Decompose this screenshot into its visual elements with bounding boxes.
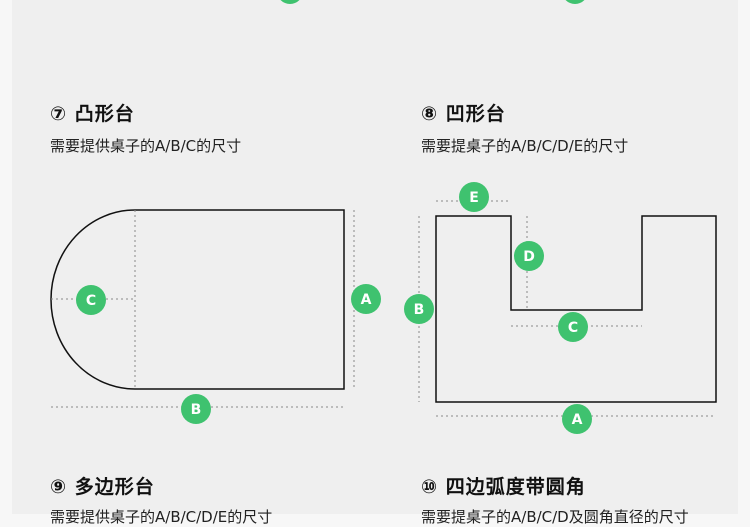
svg-text:A: A — [361, 292, 372, 308]
section-subtitle-convex: 需要提供桌子的A/B/C的尺寸 — [50, 137, 242, 155]
section-subtitle-rounded: 需要提桌子的A/B/C/D及圆角直径的尺寸 — [421, 508, 689, 526]
concave-table-diagram — [418, 200, 717, 417]
svg-text:B: B — [414, 302, 425, 318]
badge-partial — [280, 0, 300, 4]
svg-text:B: B — [191, 402, 202, 418]
section-subtitle-polygon: 需要提供桌子的A/B/C/D/E的尺寸 — [50, 508, 273, 526]
badge-a-right: A — [562, 404, 592, 434]
content-card — [12, 0, 738, 514]
badge-c-left: C — [76, 285, 106, 315]
section-subtitle-concave: 需要提桌子的A/B/C/D/E的尺寸 — [421, 137, 629, 155]
badge-b-left: B — [181, 394, 211, 424]
svg-text:E: E — [469, 190, 479, 206]
diagrams: C A B E D C B A — [50, 0, 717, 434]
section-title-rounded: ⑩ 四边弧度带圆角 — [421, 476, 586, 498]
section-title-concave: ⑧ 凹形台 — [421, 103, 506, 125]
badge-b-right: B — [404, 294, 434, 324]
section-title-convex: ⑦ 凸形台 — [50, 103, 135, 125]
table-outline — [435, 215, 717, 403]
top-badges — [280, 0, 585, 4]
table-rect — [135, 209, 345, 390]
svg-text:C: C — [568, 320, 578, 336]
svg-text:D: D — [523, 249, 535, 265]
badge-c-right: C — [558, 312, 588, 342]
badge-d-right: D — [514, 241, 544, 271]
svg-text:A: A — [572, 412, 583, 428]
badge-a-left: A — [351, 284, 381, 314]
badge-e-right: E — [459, 182, 489, 212]
svg-text:C: C — [86, 293, 96, 309]
section-title-polygon: ⑨ 多边形台 — [50, 476, 155, 498]
badge-partial — [565, 0, 585, 4]
dimension-badges: C A B E D C B A — [76, 182, 592, 434]
